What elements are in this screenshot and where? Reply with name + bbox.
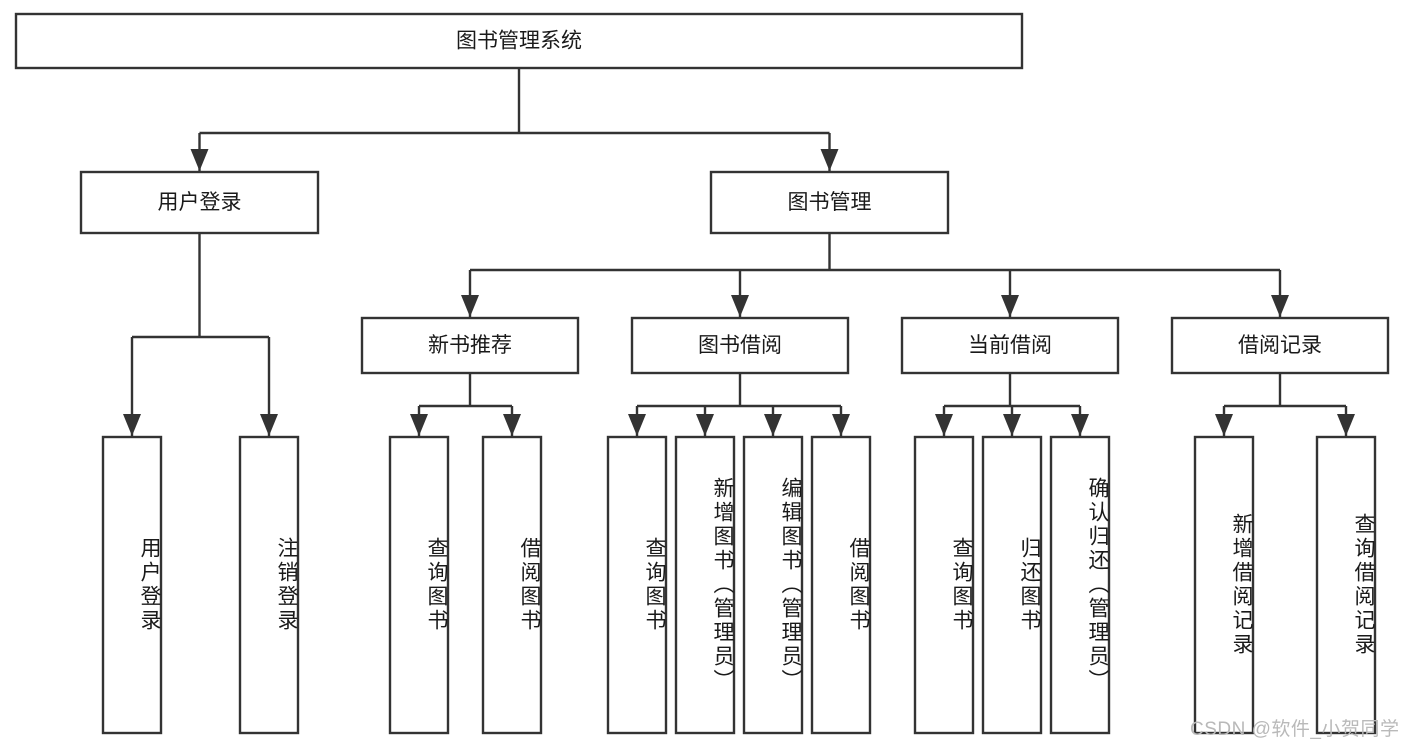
node-box-book-manage[interactable] [709, 170, 950, 235]
arrowhead-icon [190, 149, 209, 171]
node-box-leaf-edit-book[interactable] [742, 435, 804, 735]
node-box-leaf-logout[interactable] [238, 435, 300, 735]
node-label-book-borrow: 图书借阅 [698, 334, 782, 357]
arrowhead-icon [1271, 295, 1289, 317]
arrowhead-icon [935, 414, 953, 436]
node-label-current-borrow: 当前借阅 [968, 334, 1052, 357]
node-box-root[interactable] [14, 12, 1024, 70]
node-box-leaf-user-login[interactable] [101, 435, 163, 735]
node-box-leaf-query-borrow-record[interactable] [1315, 435, 1377, 735]
arrowhead-icon [410, 414, 428, 436]
arrowhead-icon [1071, 414, 1089, 436]
boxes-layer [14, 12, 1390, 735]
node-label-book-manage: 图书管理 [788, 191, 872, 214]
arrowhead-icon [628, 414, 646, 436]
arrowhead-icon [1337, 414, 1355, 436]
arrowhead-icon [764, 414, 782, 436]
arrowhead-icon [820, 149, 839, 171]
node-box-user-login[interactable] [79, 170, 320, 235]
node-box-current-borrow[interactable] [900, 316, 1120, 375]
edges-layer [123, 68, 1355, 436]
arrowhead-icon [503, 414, 521, 436]
arrowhead-icon [1003, 414, 1021, 436]
arrowhead-icon [1215, 414, 1233, 436]
node-box-leaf-query-book-current[interactable] [913, 435, 975, 735]
arrowhead-icon [696, 414, 714, 436]
arrowhead-icon [1001, 295, 1019, 317]
node-label-user-login: 用户登录 [158, 191, 242, 214]
node-box-new-book-recommend[interactable] [360, 316, 580, 375]
node-box-leaf-confirm-return[interactable] [1049, 435, 1111, 735]
node-label-root: 图书管理系统 [456, 30, 582, 53]
arrowhead-icon [461, 295, 479, 317]
node-box-leaf-query-book-borrow[interactable] [606, 435, 668, 735]
node-box-leaf-borrow-book-recommend[interactable] [481, 435, 543, 735]
node-box-leaf-return-book[interactable] [981, 435, 1043, 735]
arrowhead-icon [260, 414, 278, 436]
node-box-leaf-add-book[interactable] [674, 435, 736, 735]
arrowhead-icon [123, 414, 141, 436]
node-label-new-book-recommend: 新书推荐 [428, 334, 512, 357]
node-label-borrow-record: 借阅记录 [1238, 334, 1322, 357]
node-box-leaf-borrow-book[interactable] [810, 435, 872, 735]
arrowhead-icon [832, 414, 850, 436]
csdn-watermark: CSDN @软件_小贺同学 [1190, 719, 1400, 740]
node-box-leaf-add-borrow-record[interactable] [1193, 435, 1255, 735]
node-box-leaf-query-book-recommend[interactable] [388, 435, 450, 735]
node-box-borrow-record[interactable] [1170, 316, 1390, 375]
arrowhead-icon [731, 295, 749, 317]
node-box-book-borrow[interactable] [630, 316, 850, 375]
